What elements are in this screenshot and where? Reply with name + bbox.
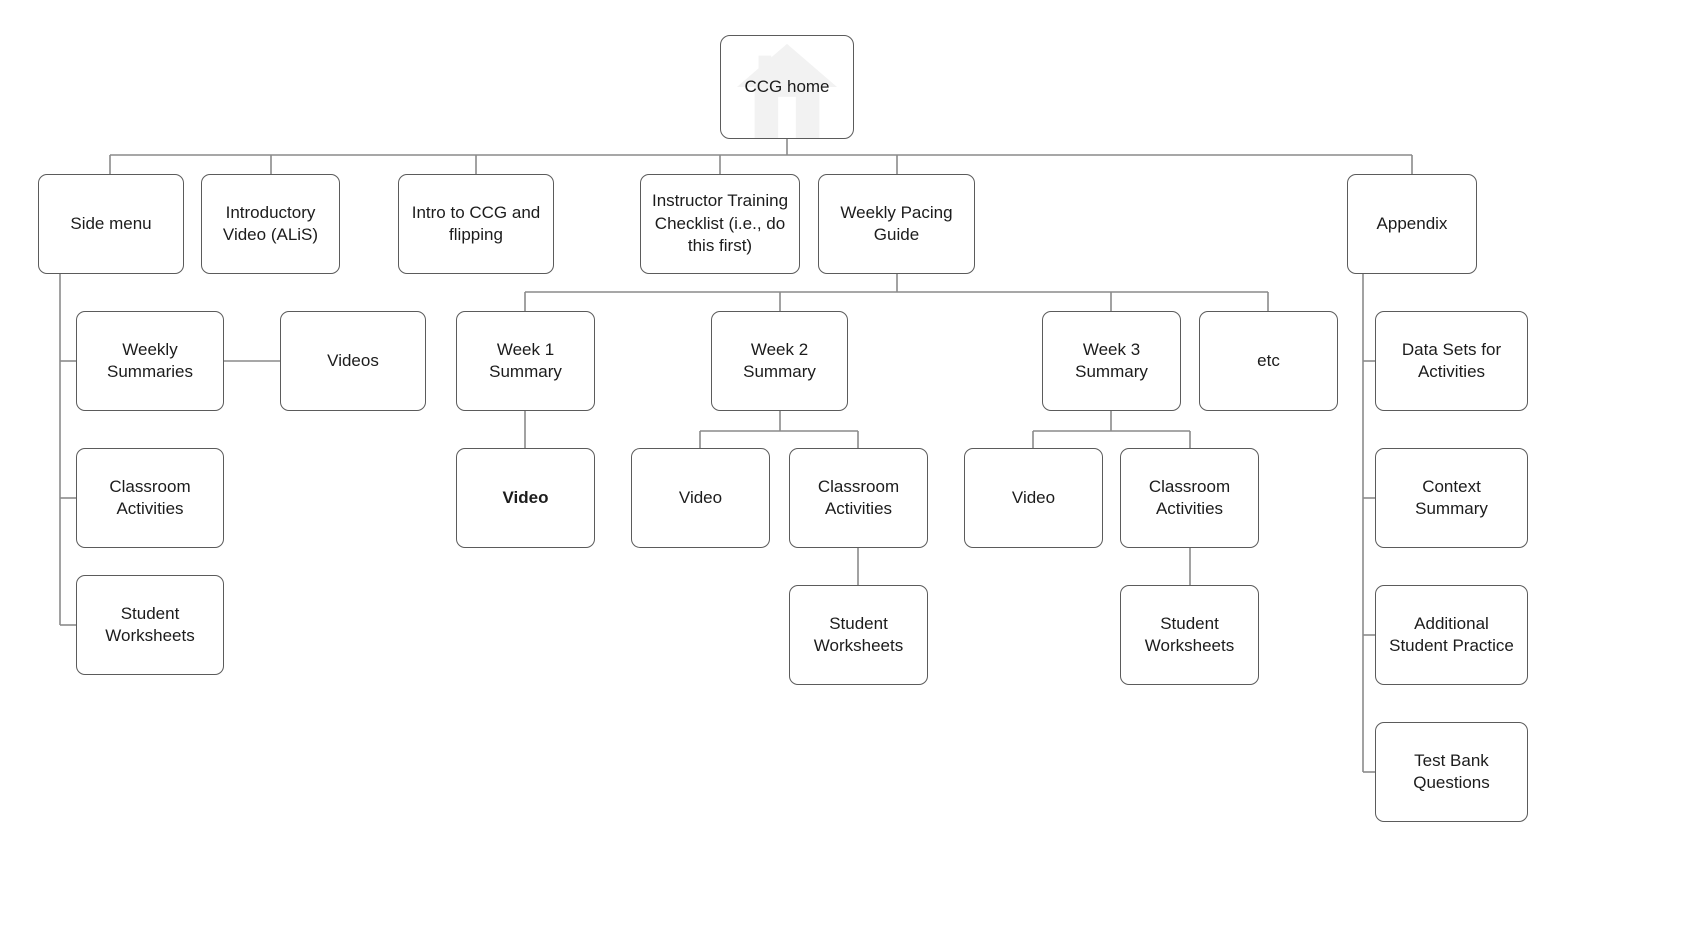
node-etc[interactable]: etc bbox=[1199, 311, 1338, 411]
node-label: Side menu bbox=[70, 213, 152, 233]
node-introductory-video[interactable]: Introductory Video (ALiS) bbox=[201, 174, 340, 274]
node-ccg-home[interactable]: CCG home bbox=[720, 35, 854, 139]
node-label: Video bbox=[678, 487, 723, 507]
node-label: Context Summary bbox=[1415, 476, 1488, 518]
node-label: Intro to CCG and flipping bbox=[411, 202, 541, 244]
node-week-2-video[interactable]: Video bbox=[631, 448, 770, 548]
node-label: Weekly Pacing Guide bbox=[840, 202, 953, 244]
node-week-2-summary[interactable]: Week 2 Summary bbox=[711, 311, 848, 411]
node-appendix[interactable]: Appendix bbox=[1347, 174, 1477, 274]
node-label: etc bbox=[1257, 350, 1280, 370]
node-test-bank-questions[interactable]: Test Bank Questions bbox=[1375, 722, 1528, 822]
node-label: Videos bbox=[327, 350, 379, 370]
node-label: Test Bank Questions bbox=[1413, 750, 1490, 792]
node-week-3-classroom-activities[interactable]: Classroom Activities bbox=[1120, 448, 1259, 548]
node-side-menu[interactable]: Side menu bbox=[38, 174, 184, 274]
node-label: Appendix bbox=[1376, 213, 1448, 233]
node-week-3-student-worksheets[interactable]: Student Worksheets bbox=[1120, 585, 1259, 685]
node-classroom-activities-side[interactable]: Classroom Activities bbox=[76, 448, 224, 548]
node-instructor-training-checklist[interactable]: Instructor Training Checklist (i.e., do … bbox=[640, 174, 800, 274]
node-label: Student Worksheets bbox=[105, 603, 195, 645]
node-label: Video bbox=[502, 487, 549, 507]
node-weekly-pacing-guide[interactable]: Weekly Pacing Guide bbox=[818, 174, 975, 274]
node-week-2-student-worksheets[interactable]: Student Worksheets bbox=[789, 585, 928, 685]
node-additional-student-practice[interactable]: Additional Student Practice bbox=[1375, 585, 1528, 685]
node-label: Weekly Summaries bbox=[107, 339, 193, 381]
node-label: Instructor Training Checklist (i.e., do … bbox=[651, 191, 789, 256]
node-label: Week 3 Summary bbox=[1075, 339, 1148, 381]
node-week-1-video[interactable]: Video bbox=[456, 448, 595, 548]
node-weekly-summaries[interactable]: Weekly Summaries bbox=[76, 311, 224, 411]
node-data-sets-for-activities[interactable]: Data Sets for Activities bbox=[1375, 311, 1528, 411]
node-label: Additional Student Practice bbox=[1389, 613, 1514, 655]
node-label: CCG home bbox=[744, 76, 830, 96]
node-label: Week 2 Summary bbox=[743, 339, 816, 381]
node-label: Student Worksheets bbox=[813, 613, 904, 655]
node-label: Classroom Activities bbox=[817, 476, 900, 518]
node-label: Introductory Video (ALiS) bbox=[222, 202, 319, 244]
node-label: Video bbox=[1011, 487, 1056, 507]
node-context-summary[interactable]: Context Summary bbox=[1375, 448, 1528, 548]
node-label: Week 1 Summary bbox=[489, 339, 562, 381]
node-week-3-summary[interactable]: Week 3 Summary bbox=[1042, 311, 1181, 411]
node-label: Classroom Activities bbox=[109, 476, 191, 518]
node-week-2-classroom-activities[interactable]: Classroom Activities bbox=[789, 448, 928, 548]
node-label: Data Sets for Activities bbox=[1401, 339, 1502, 381]
node-intro-to-ccg-and-flipping[interactable]: Intro to CCG and flipping bbox=[398, 174, 554, 274]
node-week-3-video[interactable]: Video bbox=[964, 448, 1103, 548]
node-week-1-summary[interactable]: Week 1 Summary bbox=[456, 311, 595, 411]
node-student-worksheets-side[interactable]: Student Worksheets bbox=[76, 575, 224, 675]
node-videos[interactable]: Videos bbox=[280, 311, 426, 411]
node-label: Student Worksheets bbox=[1144, 613, 1235, 655]
node-label: Classroom Activities bbox=[1148, 476, 1231, 518]
